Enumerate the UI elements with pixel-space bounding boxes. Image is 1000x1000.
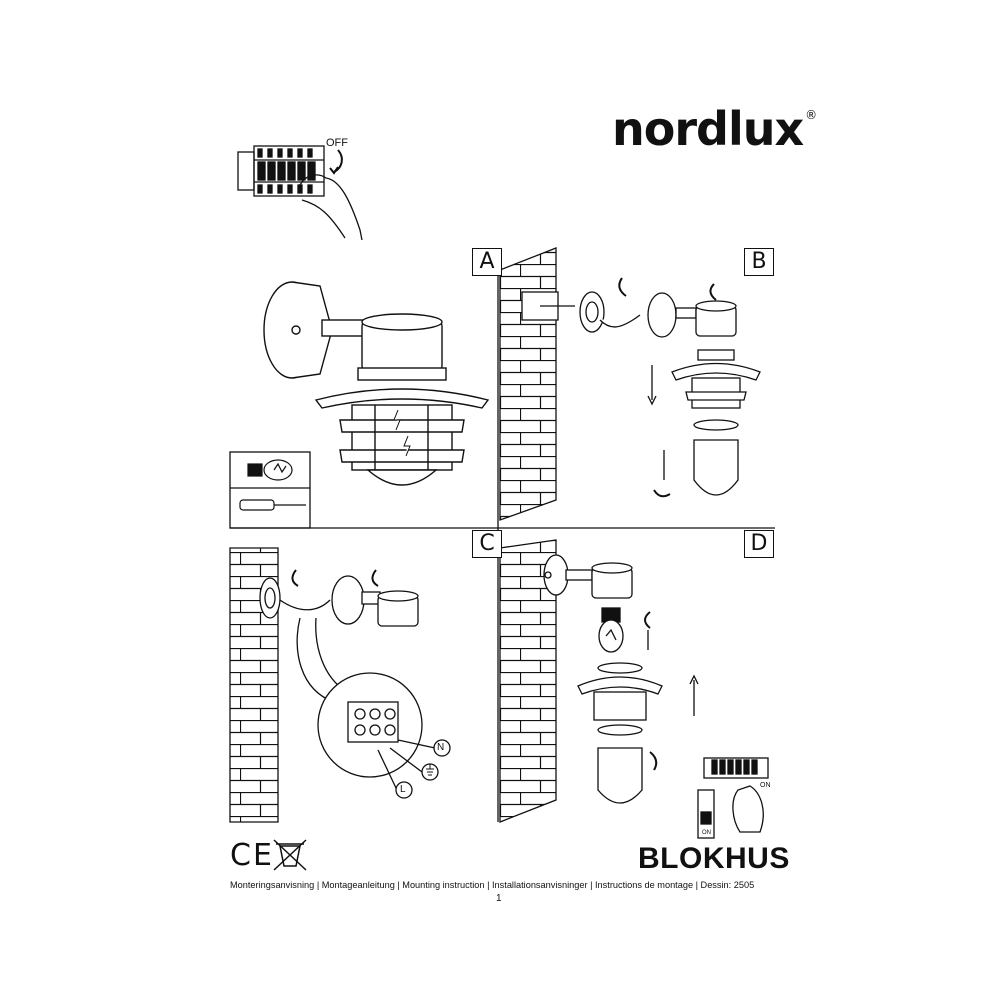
- panel-frames: [229, 250, 775, 822]
- disassembly-illustration: [521, 277, 761, 498]
- lamp-overview: [263, 281, 490, 486]
- ce-mark: CE: [230, 838, 274, 873]
- panel-letter-b: B: [744, 248, 774, 276]
- fuse-box-off-illustration: [237, 145, 363, 241]
- wiring-illustration: [259, 569, 451, 799]
- panel-letter-a: A: [472, 248, 502, 276]
- neutral-wire-label: N: [437, 742, 445, 753]
- on-label: ON: [760, 782, 771, 789]
- brand-name: nordlux: [612, 102, 804, 156]
- off-label: OFF: [326, 137, 348, 149]
- reassembly-illustration: [543, 554, 769, 839]
- live-wire-label: L: [400, 784, 406, 795]
- panel-letter-d: D: [744, 530, 774, 558]
- product-name: BLOKHUS: [638, 842, 790, 875]
- brand-logo: nordlux®: [612, 102, 817, 156]
- tools-illustration: [239, 459, 306, 511]
- panel-letter-c: C: [472, 530, 502, 558]
- on-switch-label: ON: [702, 830, 711, 836]
- registered-mark: ®: [805, 108, 817, 122]
- footer-instructions: Monteringsanvisning | Montageanleitung |…: [230, 880, 755, 890]
- page-number: 1: [496, 893, 502, 904]
